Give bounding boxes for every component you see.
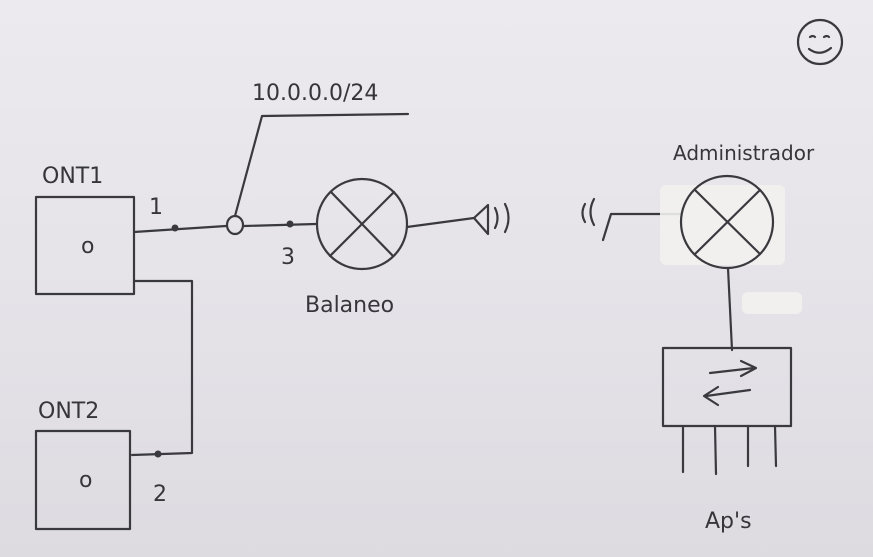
port-2-dot: [154, 450, 162, 458]
balancer-router-icon: [315, 177, 409, 271]
admin-switch-link: [726, 266, 734, 352]
wireless-signal-icon: [493, 202, 510, 234]
port-3-dot: [286, 220, 294, 228]
balancer-wireless-link: [405, 203, 490, 236]
ont2-led: o: [79, 468, 92, 493]
correction-patch: [660, 185, 785, 265]
ont1-led: o: [81, 234, 94, 259]
ont2-device: o: [34, 429, 132, 531]
correction-patch: [742, 292, 802, 314]
admin-wireless-link: [601, 212, 683, 242]
switch-device: [661, 346, 793, 428]
network-callout: [233, 112, 410, 218]
port-1-label: 1: [149, 195, 163, 220]
admin-label: Administrador: [673, 141, 815, 165]
smiley-face-icon: [796, 18, 844, 66]
antenna-shape: [472, 203, 490, 236]
port-2-label: 2: [153, 482, 167, 507]
ont2-link: [130, 279, 194, 458]
ap-cables: [681, 424, 778, 476]
network-label: 10.0.0.0/24: [252, 81, 378, 106]
aps-label: Ap's: [705, 509, 752, 534]
network-tap-node: [225, 214, 245, 236]
port-3-label: 3: [281, 245, 295, 270]
ont2-label: ONT2: [38, 399, 99, 424]
wireless-signal-icon: [581, 197, 596, 227]
ont1-label: ONT1: [42, 164, 103, 189]
balancer-label: Balaneo: [305, 293, 394, 318]
ont1-device: o: [34, 195, 136, 296]
port-1-dot: [171, 224, 179, 232]
